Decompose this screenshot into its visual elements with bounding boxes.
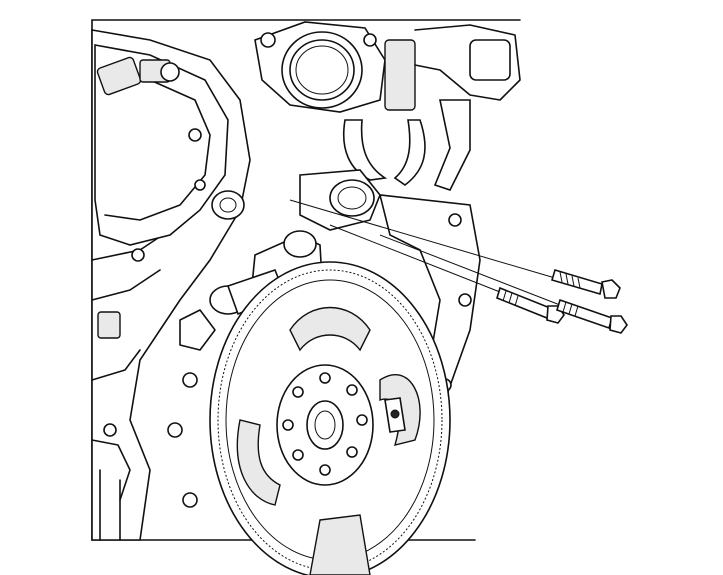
valve-cover (94, 44, 229, 246)
bolt-lower (556, 298, 628, 334)
bolt-upper (551, 269, 621, 299)
flywheel-bolt-pattern (282, 372, 368, 476)
coolant-pipes (209, 99, 471, 316)
throttle-body (254, 21, 521, 113)
flywheel (209, 261, 451, 575)
flywheel-ring-gear (217, 269, 443, 571)
mounting-bolts (289, 199, 628, 334)
